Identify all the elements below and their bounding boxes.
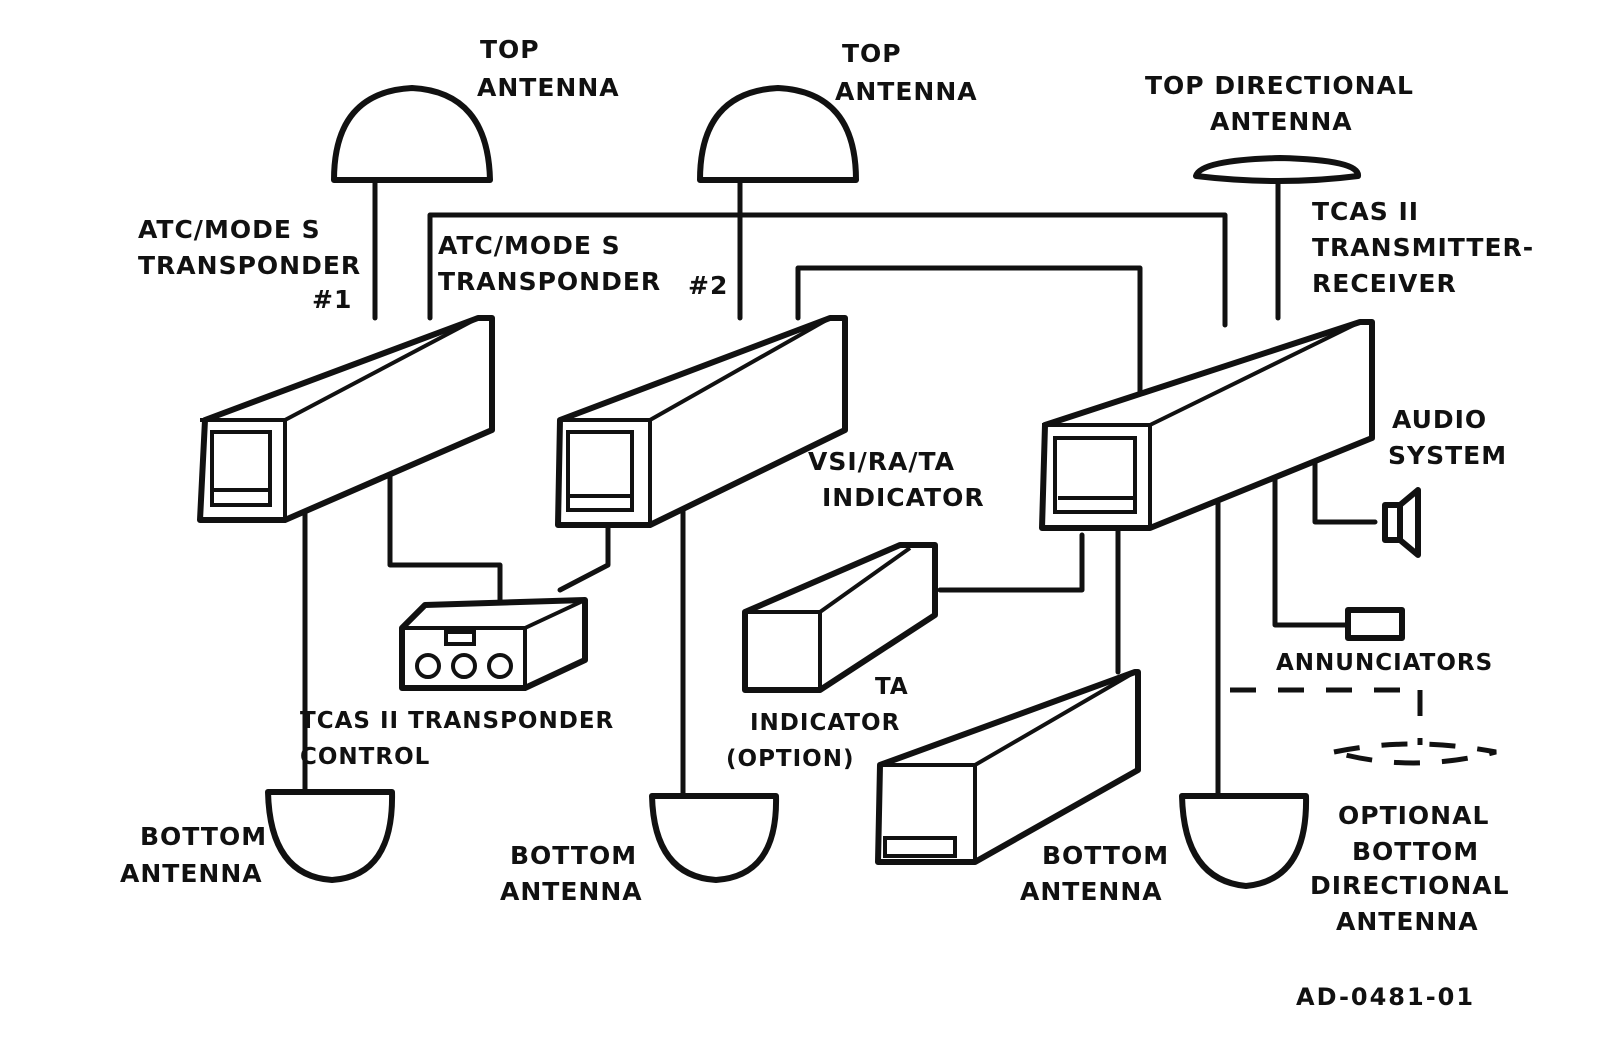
label-line: BOTTOM bbox=[1352, 837, 1479, 866]
label-line: ATC/MODE S bbox=[438, 231, 621, 260]
label-line: BOTTOM bbox=[510, 841, 637, 870]
label-tcas-transmitter-receiver: TCAS II TRANSMITTER- RECEIVER bbox=[1312, 197, 1534, 298]
top-antenna-1 bbox=[331, 85, 493, 183]
label-line: ANTENNA bbox=[500, 877, 643, 906]
label-line: OPTIONAL bbox=[1338, 801, 1489, 830]
label-bottom-antenna-1: BOTTOM ANTENNA bbox=[120, 822, 267, 888]
label-line: CONTROL bbox=[300, 744, 430, 770]
label-line: TCAS II bbox=[1312, 197, 1419, 226]
label-line: TOP bbox=[480, 35, 540, 64]
label-top-directional-antenna: TOP DIRECTIONAL ANTENNA bbox=[1145, 71, 1414, 136]
ta-indicator-unit bbox=[875, 669, 1141, 865]
label-line: TRANSMITTER- bbox=[1312, 233, 1534, 262]
tcas-transmitter-receiver-unit bbox=[1039, 319, 1375, 531]
label-line: TOP DIRECTIONAL bbox=[1145, 71, 1414, 100]
label-line: ANTENNA bbox=[1020, 877, 1163, 906]
label-line: BOTTOM bbox=[140, 822, 267, 851]
label-line: ANTENNA bbox=[1210, 107, 1353, 136]
label-line: ANTENNA bbox=[1336, 907, 1479, 936]
label-line: ATC/MODE S bbox=[138, 215, 321, 244]
label-line: #2 bbox=[688, 271, 728, 300]
label-annunciators: ANNUNCIATORS bbox=[1276, 650, 1493, 676]
label-line: TCAS II TRANSPONDER bbox=[300, 708, 614, 734]
label-line: ANTENNA bbox=[835, 77, 978, 106]
label-tcas-transponder-control: TCAS II TRANSPONDER CONTROL bbox=[300, 708, 614, 770]
label-line: INDICATOR bbox=[750, 710, 900, 736]
label-bottom-antenna-3: BOTTOM ANTENNA bbox=[1020, 841, 1169, 906]
label-line: BOTTOM bbox=[1042, 841, 1169, 870]
label-line: TOP bbox=[842, 39, 902, 68]
label-transponder-1: ATC/MODE S TRANSPONDER #1 bbox=[138, 215, 361, 314]
label-line: SYSTEM bbox=[1388, 441, 1507, 470]
label-top-antenna-2: TOP ANTENNA bbox=[835, 39, 978, 106]
label-line: (OPTION) bbox=[726, 746, 854, 772]
label-line: ANTENNA bbox=[477, 73, 620, 102]
label-line: ANNUNCIATORS bbox=[1276, 650, 1493, 676]
label-transponder-2: ATC/MODE S TRANSPONDER #2 bbox=[438, 231, 728, 300]
top-directional-antenna bbox=[1193, 155, 1361, 184]
label-bottom-antenna-2: BOTTOM ANTENNA bbox=[500, 841, 643, 906]
label-line: ANTENNA bbox=[120, 859, 263, 888]
label-audio-system: AUDIO SYSTEM bbox=[1388, 405, 1507, 470]
label-line: TA bbox=[875, 674, 909, 700]
label-line: INDICATOR bbox=[822, 483, 985, 512]
annunciators-unit bbox=[1345, 607, 1405, 641]
label-line: TRANSPONDER bbox=[138, 251, 361, 280]
label-top-antenna-1: TOP ANTENNA bbox=[477, 35, 620, 102]
bottom-antenna-3 bbox=[1179, 793, 1310, 889]
bottom-antenna-1 bbox=[265, 789, 396, 883]
tcas-transponder-control-unit bbox=[399, 597, 588, 691]
top-antenna-2 bbox=[697, 85, 859, 183]
transponder-2-unit bbox=[555, 315, 848, 528]
label-vsi-ra-ta-indicator: VSI/RA/TA INDICATOR bbox=[808, 447, 985, 512]
audio-speaker-icon bbox=[1382, 487, 1421, 558]
label-line: AUDIO bbox=[1392, 405, 1487, 434]
label-ta-indicator: TA INDICATOR (OPTION) bbox=[726, 674, 909, 772]
transponder-1-unit bbox=[197, 315, 495, 523]
label-line: #1 bbox=[312, 285, 352, 314]
vsi-ra-ta-indicator-unit bbox=[742, 542, 938, 693]
optional-bottom-directional-antenna bbox=[1333, 741, 1497, 766]
label-optional-bottom-directional-antenna: OPTIONAL BOTTOM DIRECTIONAL ANTENNA bbox=[1310, 801, 1510, 936]
bottom-antenna-2 bbox=[649, 793, 780, 883]
label-line: DIRECTIONAL bbox=[1310, 871, 1510, 900]
label-line: VSI/RA/TA bbox=[808, 447, 955, 476]
label-line: RECEIVER bbox=[1312, 269, 1457, 298]
figure-reference-number: AD-0481-01 bbox=[1296, 983, 1475, 1011]
label-line: TRANSPONDER bbox=[438, 267, 661, 296]
